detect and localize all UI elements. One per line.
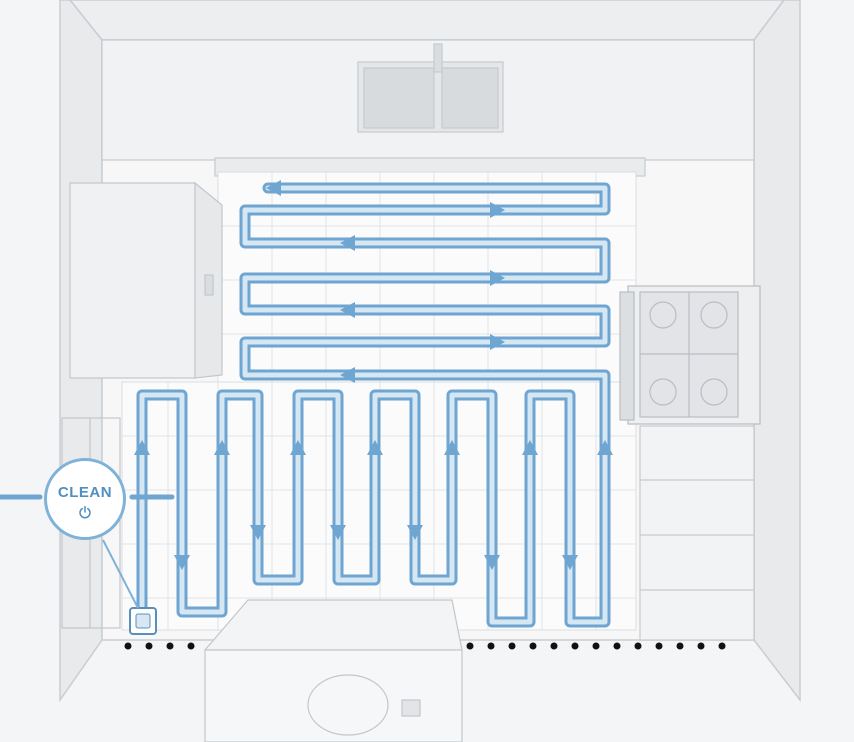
clean-badge: CLEAN <box>44 458 126 540</box>
power-icon <box>78 505 92 519</box>
refrigerator <box>70 183 222 378</box>
right-cabinets <box>640 426 754 640</box>
upper-counter <box>102 40 754 176</box>
island-counter <box>205 600 462 742</box>
stove <box>620 286 760 424</box>
clean-label: CLEAN <box>58 484 112 501</box>
